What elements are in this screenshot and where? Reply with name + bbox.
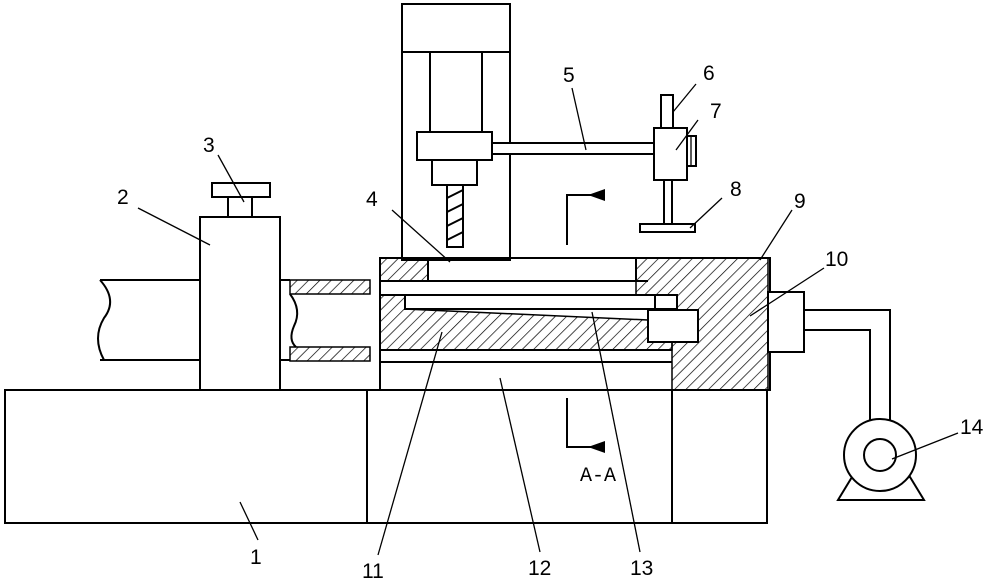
clamp-block xyxy=(199,182,281,391)
part-labels: 1 2 3 4 5 6 7 8 9 10 11 12 13 14 xyxy=(117,62,984,583)
section-label: A-A xyxy=(580,465,616,488)
label-7: 7 xyxy=(710,100,722,123)
label-11: 11 xyxy=(362,560,384,583)
label-8: 8 xyxy=(730,178,742,201)
label-10: 10 xyxy=(825,248,848,271)
left-pipe xyxy=(97,279,371,362)
label-2: 2 xyxy=(117,186,129,209)
label-1: 1 xyxy=(250,546,262,569)
label-3: 3 xyxy=(203,134,215,157)
label-5: 5 xyxy=(563,64,575,87)
label-9: 9 xyxy=(794,190,806,213)
gauge-arm xyxy=(491,94,697,233)
label-13: 13 xyxy=(630,557,653,580)
label-12: 12 xyxy=(528,557,551,580)
drill-column xyxy=(401,3,511,261)
connector xyxy=(767,291,891,432)
base xyxy=(4,389,768,524)
section-marker: A-A xyxy=(566,189,616,488)
label-6: 6 xyxy=(703,62,715,85)
leader-lines xyxy=(137,83,959,556)
label-4: 4 xyxy=(366,188,378,211)
pump xyxy=(836,418,926,501)
drill-bit-icon xyxy=(446,184,464,248)
label-14: 14 xyxy=(960,416,984,439)
fixture xyxy=(366,257,771,523)
